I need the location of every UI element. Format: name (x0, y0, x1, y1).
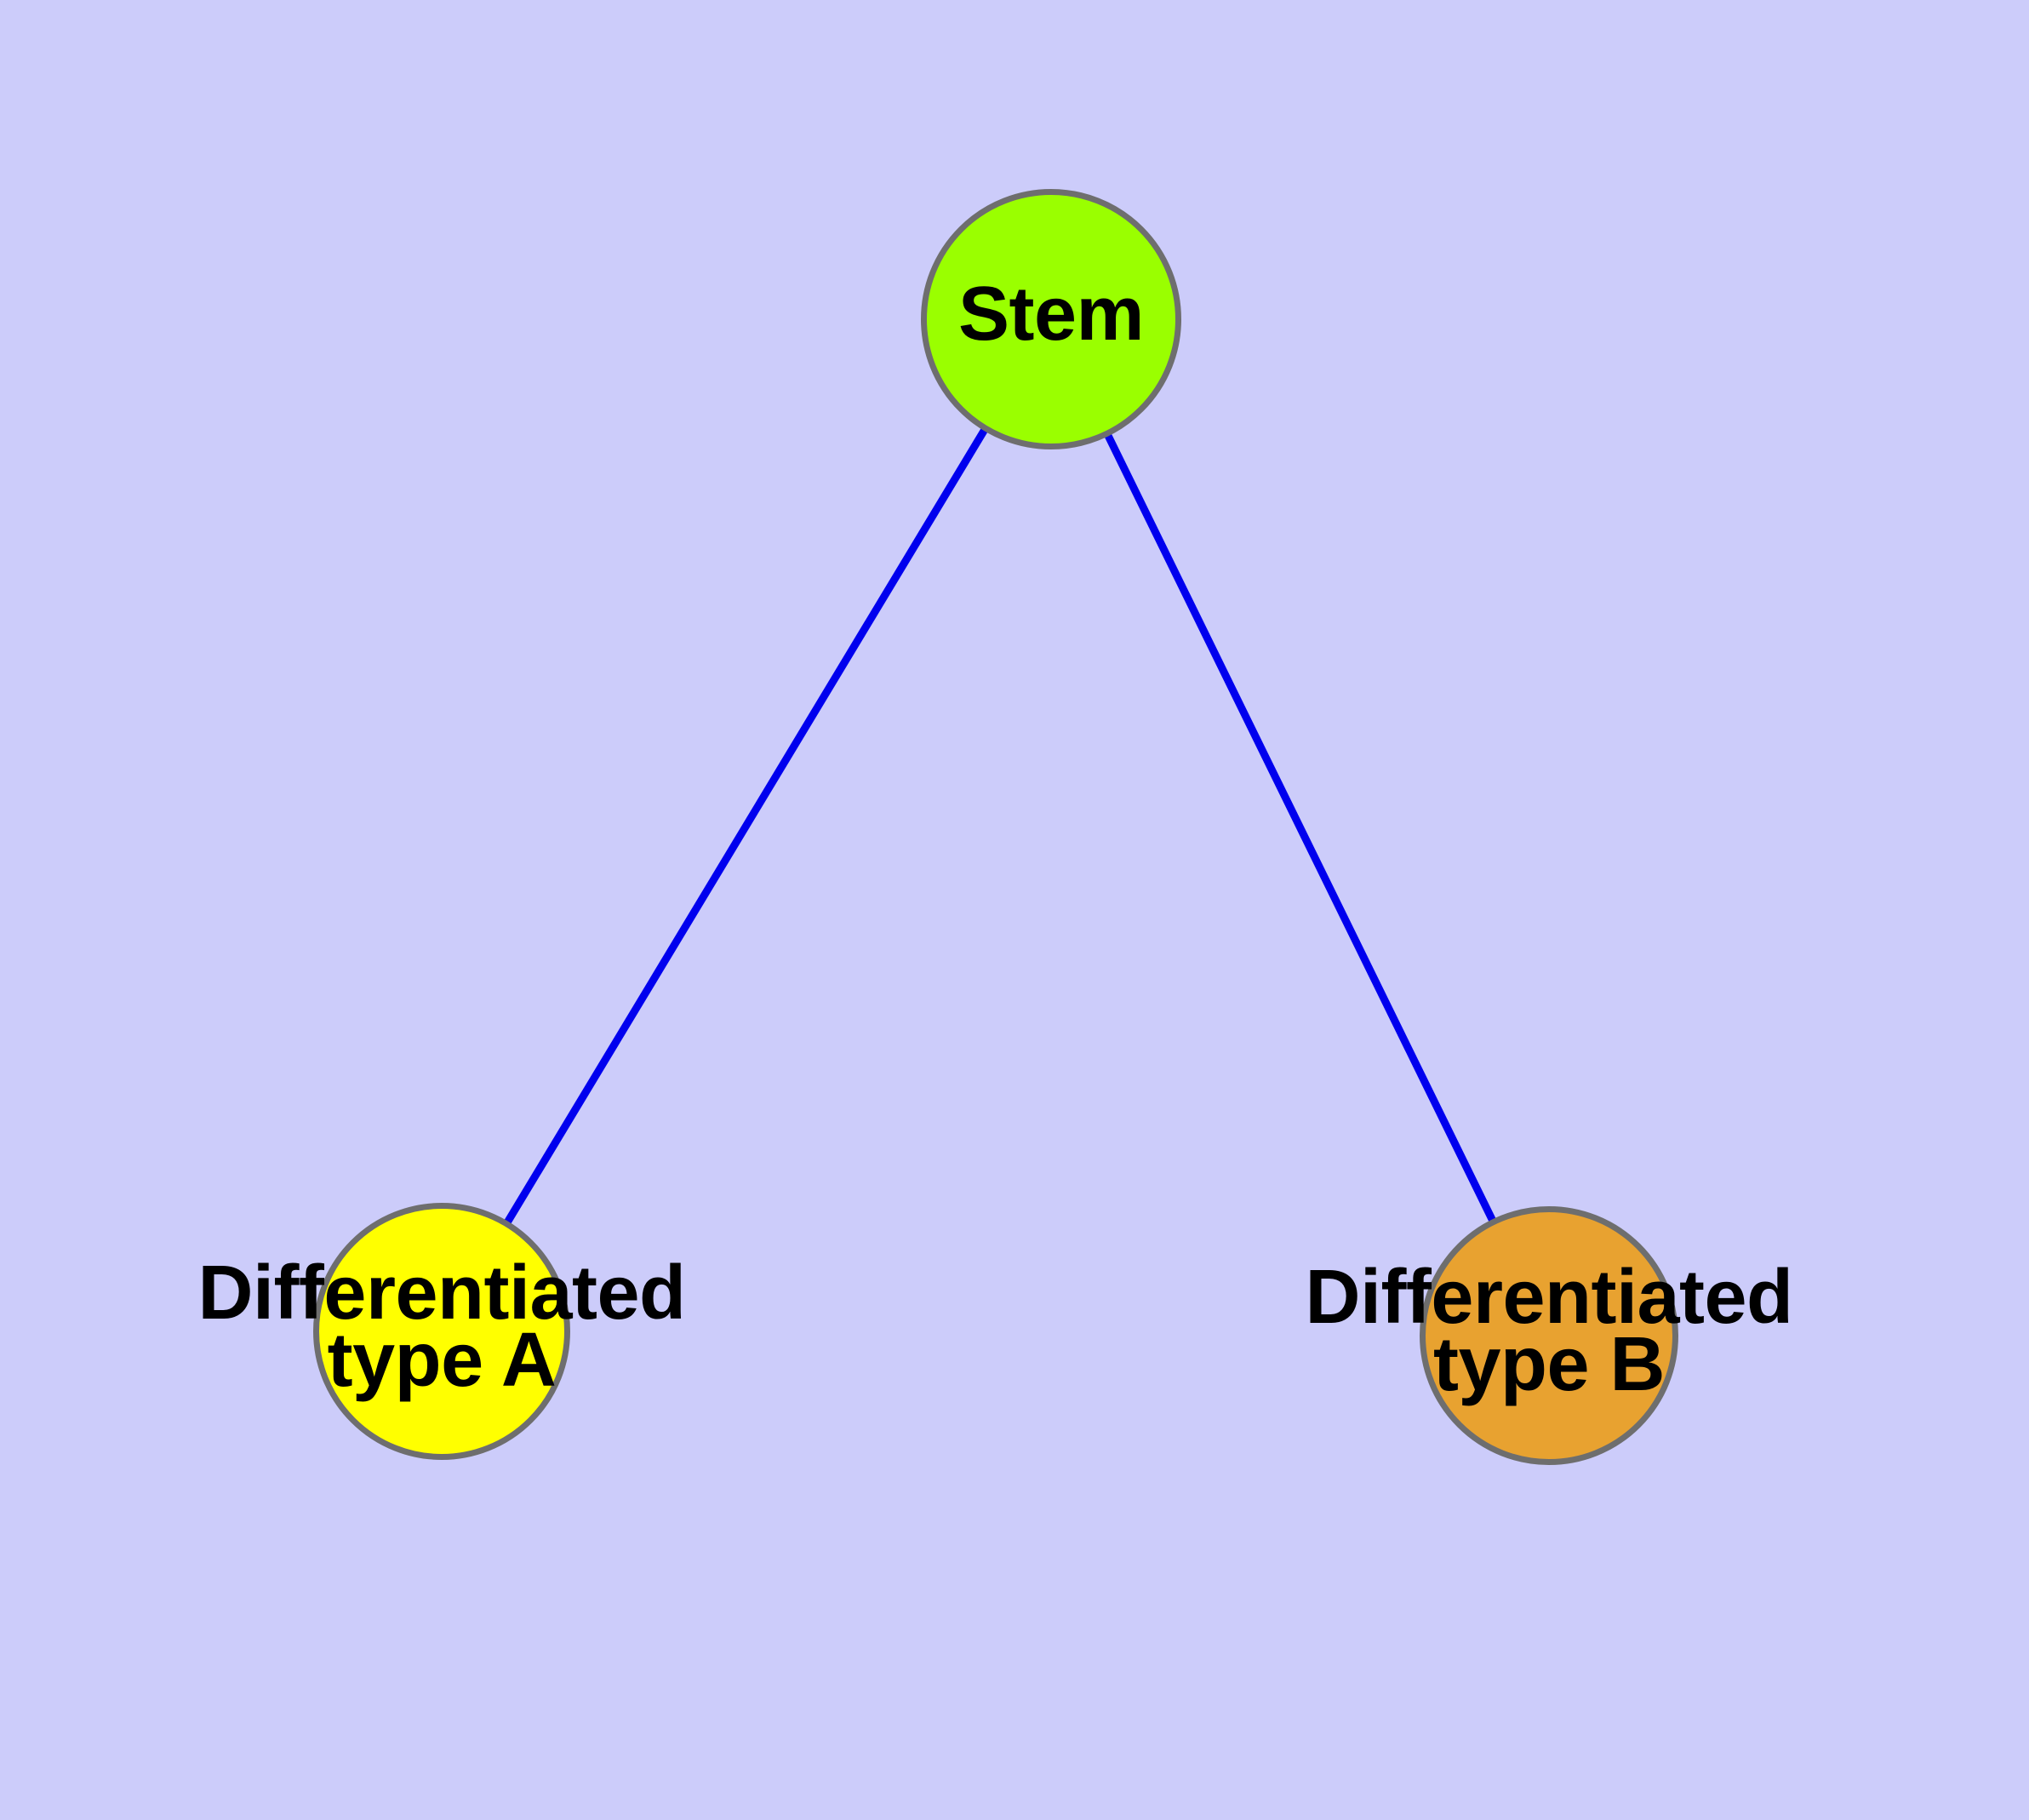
node-differentiated-type-a[interactable] (313, 1203, 570, 1460)
edge-stem-to-diff-b[interactable] (1103, 431, 1497, 1225)
node-label-stem: Stem (957, 272, 1145, 358)
edge-stem-to-diff-a[interactable] (502, 426, 989, 1227)
node-differentiated-type-b[interactable] (1420, 1206, 1678, 1465)
node-label-differentiated-type-b: Differentiated type B (1305, 1255, 1793, 1407)
node-label-differentiated-type-a: Differentiated type A (197, 1251, 686, 1403)
node-stem[interactable] (921, 189, 1181, 449)
